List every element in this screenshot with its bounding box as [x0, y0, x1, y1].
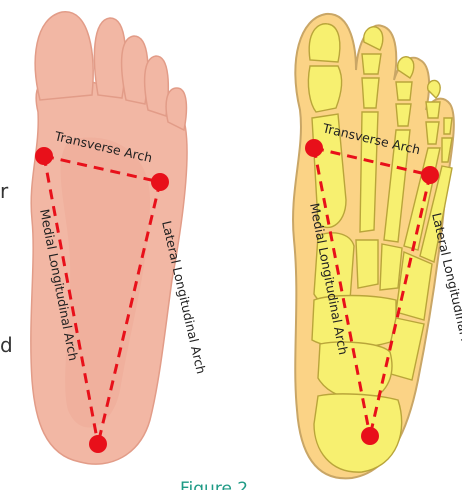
right-point-heel	[361, 427, 379, 445]
left-point-lateral-forefoot	[151, 173, 169, 191]
left-toe-3	[122, 36, 148, 104]
left-point-medial-forefoot	[35, 147, 53, 165]
clipped-text-r: r	[0, 179, 9, 203]
right-point-lateral-forefoot	[421, 166, 439, 184]
left-foot: Transverse Arch Medial Longitudinal Arch…	[31, 12, 209, 464]
clipped-text-d: d	[0, 333, 13, 357]
left-toe-4	[145, 56, 169, 116]
left-big-toe	[35, 12, 93, 100]
left-toe-2	[94, 18, 125, 98]
right-point-medial-forefoot	[305, 139, 323, 157]
figure-caption: Figure 2	[180, 479, 248, 490]
right-foot: Transverse Arch Medial Longitudinal Arch…	[293, 14, 462, 478]
left-point-heel	[89, 435, 107, 453]
